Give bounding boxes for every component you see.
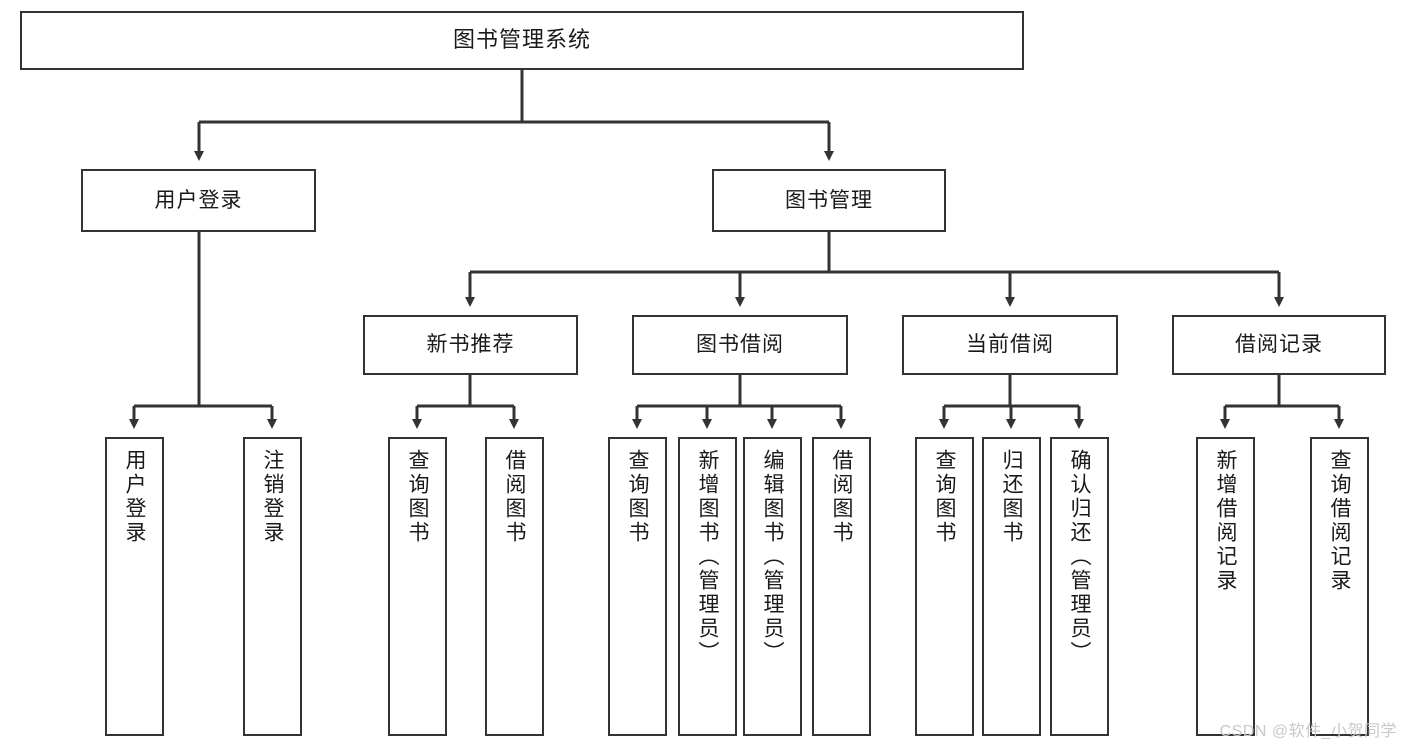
leaf-query-book-recommend[interactable]: 查询图书: [388, 437, 447, 736]
node-label: 归还图书: [1000, 449, 1023, 545]
node-label: 查询图书: [626, 449, 649, 545]
node-new-book-recommend[interactable]: 新书推荐: [363, 315, 578, 375]
node-current-borrow[interactable]: 当前借阅: [902, 315, 1118, 375]
leaf-edit-book-admin[interactable]: 编辑图书（管理员）: [743, 437, 802, 736]
node-label: 图书管理系统: [452, 27, 591, 53]
node-label: 查询借阅记录: [1328, 449, 1351, 593]
node-label: 借阅图书: [830, 449, 853, 545]
node-label: 注销登录: [261, 449, 284, 545]
node-borrow-record[interactable]: 借阅记录: [1172, 315, 1386, 375]
leaf-confirm-return-admin[interactable]: 确认归还（管理员）: [1050, 437, 1109, 736]
leaf-borrow-book-recommend[interactable]: 借阅图书: [485, 437, 544, 736]
leaf-query-book-current[interactable]: 查询图书: [915, 437, 974, 736]
node-label: 借阅记录: [1235, 333, 1323, 357]
node-label: 图书借阅: [696, 333, 784, 357]
leaf-add-borrow-record[interactable]: 新增借阅记录: [1196, 437, 1255, 736]
node-label: 编辑图书（管理员）: [761, 449, 784, 665]
node-label: 确认归还（管理员）: [1068, 449, 1091, 665]
leaf-return-book[interactable]: 归还图书: [982, 437, 1041, 736]
leaf-query-book-borrow[interactable]: 查询图书: [608, 437, 667, 736]
leaf-query-borrow-record[interactable]: 查询借阅记录: [1310, 437, 1369, 736]
node-book-borrow[interactable]: 图书借阅: [632, 315, 848, 375]
leaf-borrow-book[interactable]: 借阅图书: [812, 437, 871, 736]
node-label: 查询图书: [933, 449, 956, 545]
leaf-add-book-admin[interactable]: 新增图书（管理员）: [678, 437, 737, 736]
node-label: 用户登录: [154, 188, 243, 212]
leaf-user-login[interactable]: 用户登录: [105, 437, 164, 736]
node-label: 当前借阅: [966, 333, 1054, 357]
node-user-login[interactable]: 用户登录: [81, 169, 316, 232]
node-label: 查询图书: [406, 449, 429, 545]
node-label: 图书管理: [785, 188, 873, 212]
node-label: 用户登录: [123, 449, 146, 545]
node-root-system[interactable]: 图书管理系统: [20, 11, 1024, 70]
leaf-logout-login[interactable]: 注销登录: [243, 437, 302, 736]
node-label: 借阅图书: [503, 449, 526, 545]
watermark: CSDN @软件_小贺同学: [1219, 723, 1397, 740]
node-label: 新增图书（管理员）: [696, 449, 719, 665]
node-book-management[interactable]: 图书管理: [712, 169, 946, 232]
node-label: 新增借阅记录: [1214, 449, 1237, 593]
node-label: 新书推荐: [426, 333, 515, 357]
